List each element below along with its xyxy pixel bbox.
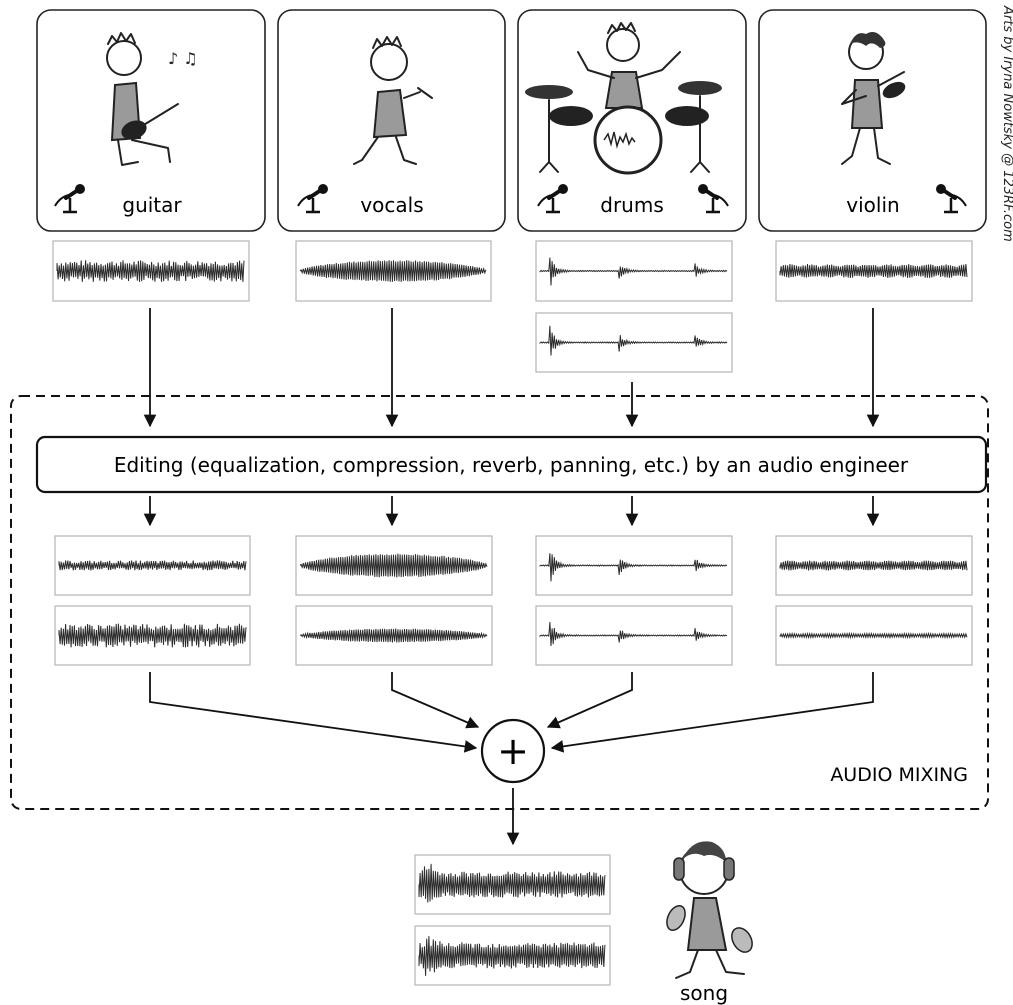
editing-label: Editing (equalization, compression, reve… bbox=[114, 453, 909, 477]
waveform bbox=[539, 622, 728, 647]
instrument-card-drums: drums bbox=[517, 9, 747, 232]
waveform bbox=[418, 863, 606, 903]
waveform bbox=[299, 553, 488, 578]
drummer-illustration bbox=[525, 22, 722, 175]
output-label: song bbox=[680, 981, 728, 1005]
audio-mixing-region bbox=[10, 395, 989, 810]
guitarist-illustration: ♪ ♫ bbox=[106, 32, 198, 166]
instrument-label-drums: drums bbox=[600, 193, 664, 217]
instrument-card-vocals: vocals bbox=[277, 9, 506, 232]
waveform bbox=[539, 257, 728, 286]
waveform bbox=[299, 260, 487, 282]
waveform bbox=[58, 560, 247, 571]
waveform bbox=[56, 260, 245, 282]
raw-waveforms bbox=[52, 240, 973, 373]
waveform bbox=[779, 631, 968, 640]
waveform bbox=[58, 623, 247, 648]
audio-mixing-label: AUDIO MIXING bbox=[830, 764, 968, 786]
waveform bbox=[779, 560, 968, 571]
listener-illustration bbox=[666, 841, 753, 979]
raw-wave-vocals bbox=[295, 240, 492, 302]
violinist-illustration bbox=[841, 32, 906, 165]
svg-text:♪ ♫: ♪ ♫ bbox=[168, 49, 198, 68]
editing-box bbox=[35, 435, 988, 494]
singer-illustration bbox=[353, 36, 433, 165]
instrument-card-guitar: ♪ ♫ guitar bbox=[36, 9, 266, 232]
edited-waveforms bbox=[54, 535, 973, 666]
song-waveforms bbox=[414, 854, 611, 986]
waveform bbox=[299, 628, 488, 643]
sum-node bbox=[480, 718, 546, 784]
credit-text: Arts by Iryna Nowtsky @ 123RF.com bbox=[1000, 5, 1013, 242]
arrow bbox=[391, 672, 480, 729]
waveform bbox=[539, 325, 728, 356]
arrow bbox=[149, 672, 478, 753]
sum-symbol: + bbox=[497, 729, 529, 773]
arrow bbox=[546, 672, 633, 729]
instrument-label-violin: violin bbox=[846, 193, 899, 217]
edited-wave-guitar-left bbox=[54, 535, 251, 596]
instrument-label-vocals: vocals bbox=[360, 193, 423, 217]
waveform bbox=[418, 936, 606, 976]
instrument-label-guitar: guitar bbox=[122, 193, 182, 217]
instrument-card-violin: violin bbox=[758, 9, 987, 232]
waveform bbox=[779, 264, 968, 278]
waveform bbox=[539, 553, 728, 582]
arrow bbox=[550, 672, 874, 753]
